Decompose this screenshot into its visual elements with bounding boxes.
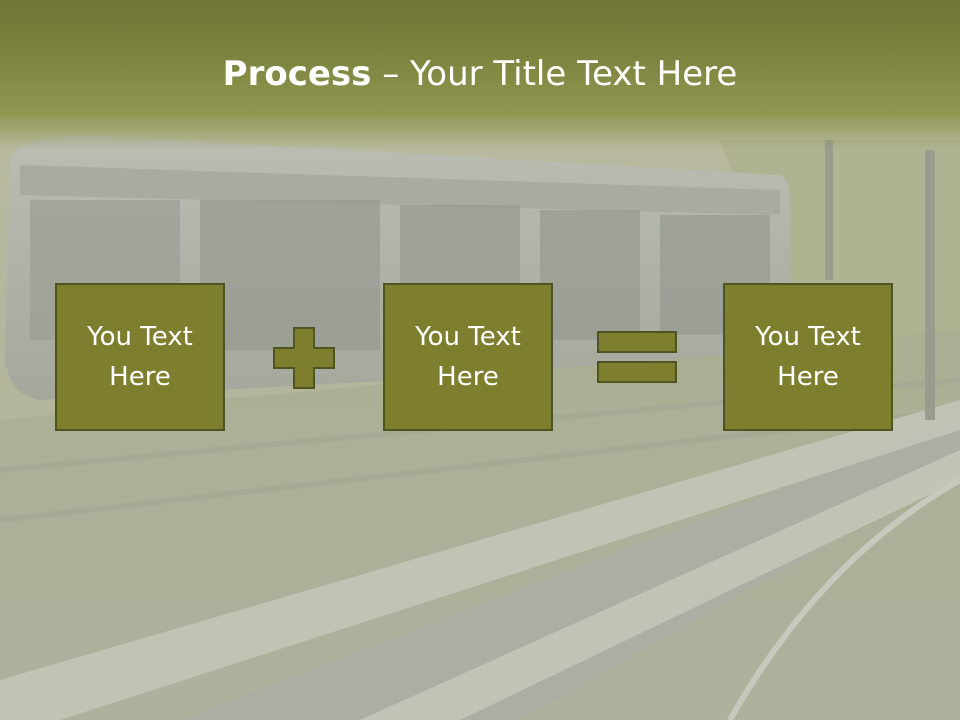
process-box-3[interactable]: You Text Here — [723, 283, 893, 431]
title-separator: – — [371, 54, 411, 94]
process-box-label: You Text Here — [87, 322, 193, 392]
title-band — [0, 0, 960, 150]
process-box-1[interactable]: You Text Here — [55, 283, 225, 431]
title-text: Your Title Text Here — [410, 54, 738, 94]
title-bold: Process — [222, 54, 372, 94]
equals-icon — [597, 331, 677, 383]
slide-title: Process – Your Title Text Here — [0, 52, 960, 96]
process-box-label: You Text Here — [415, 322, 521, 392]
process-box-label: You Text Here — [755, 322, 861, 392]
process-box-2[interactable]: You Text Here — [383, 283, 553, 431]
plus-icon — [273, 327, 335, 389]
